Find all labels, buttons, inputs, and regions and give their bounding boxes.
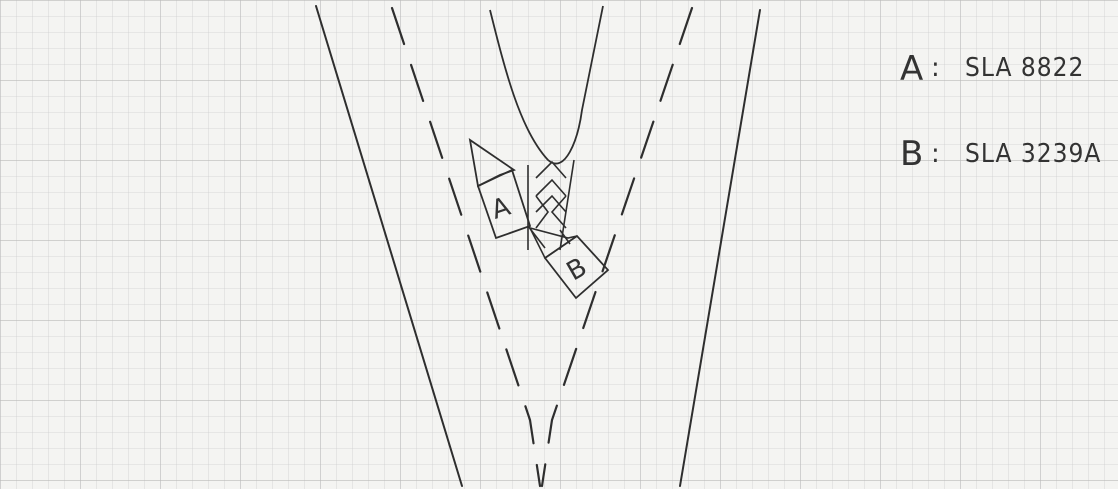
legend-item-b: B : SLA 3239A — [900, 134, 1101, 174]
legend-letter-b: B — [900, 134, 923, 174]
legend-plate-a: SLA 8822 — [965, 53, 1084, 83]
legend-separator-a: : — [931, 53, 940, 83]
legend-letter-a: A — [900, 49, 923, 89]
legend-plate-b: SLA 3239A — [965, 139, 1101, 169]
legend-separator-b: : — [931, 139, 940, 169]
